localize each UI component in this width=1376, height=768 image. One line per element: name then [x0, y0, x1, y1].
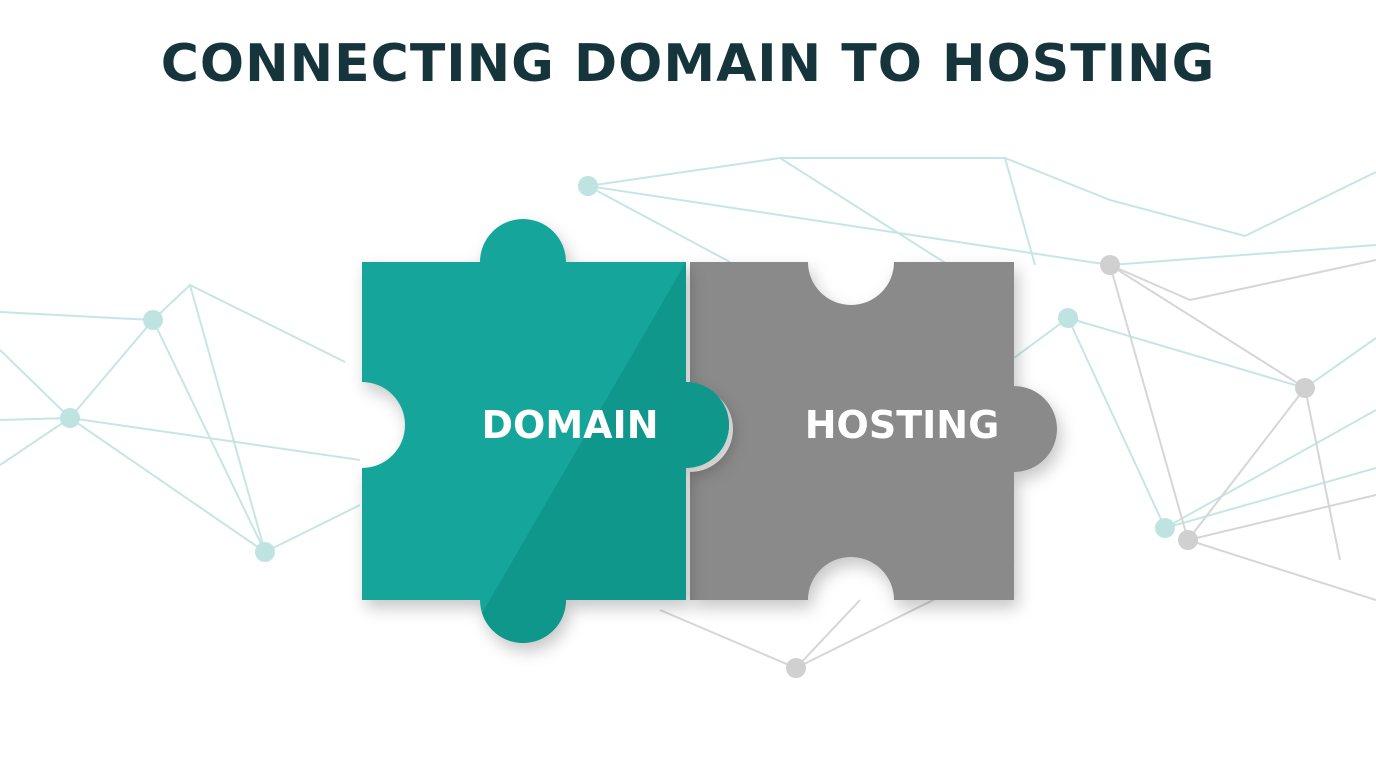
network-background: [0, 157, 1376, 678]
network-node: [1058, 308, 1078, 328]
network-lines-teal: [0, 157, 1376, 554]
network-node: [786, 658, 806, 678]
network-node: [1155, 518, 1175, 538]
network-node: [578, 176, 598, 196]
domain-label: DOMAIN: [481, 403, 658, 447]
hosting-piece-shape: [690, 262, 1057, 600]
network-node: [1100, 255, 1120, 275]
network-node: [255, 542, 275, 562]
network-node: [143, 310, 163, 330]
network-node: [1295, 378, 1315, 398]
network-nodes: [60, 176, 1315, 678]
network-node: [1178, 530, 1198, 550]
network-node: [60, 408, 80, 428]
hosting-label: HOSTING: [805, 403, 1000, 447]
page-title: CONNECTING DOMAIN TO HOSTING: [160, 34, 1216, 94]
hosting-piece: [690, 262, 1057, 600]
